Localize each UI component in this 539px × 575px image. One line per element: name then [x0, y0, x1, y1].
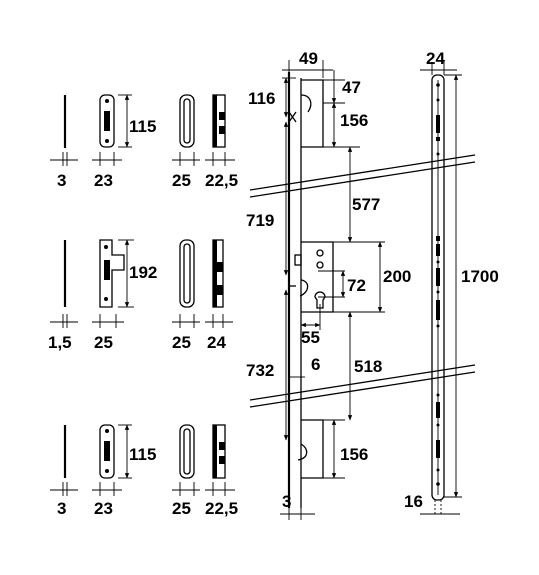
- lock-spindle: 6: [311, 355, 320, 374]
- strike-top-depth: 22,5: [205, 171, 238, 190]
- break-lines: [249, 154, 476, 408]
- rail-length: 1700: [461, 267, 499, 286]
- rail-profile: 24 1700 16: [404, 49, 499, 515]
- strike-mid-depth: 24: [207, 333, 226, 352]
- cylinder-hole-icon: [314, 291, 326, 309]
- lock-handle-to-cylinder: 72: [347, 276, 366, 295]
- strike-top-height: 115: [129, 117, 156, 136]
- strike-bot-depth: 22,5: [205, 499, 238, 518]
- lock-plate-thickness: 3: [282, 492, 291, 511]
- lock-distance-center-upper: 719: [246, 211, 274, 230]
- strike-bot-width-alt: 25: [172, 499, 191, 518]
- strike-plate-row-middle: 1,5 192 25 25 24: [48, 239, 233, 352]
- lock-distance-center-lower: 732: [246, 361, 274, 380]
- strike-plate-profile: [179, 239, 195, 308]
- lock-top-hook-offset: 47: [342, 78, 361, 97]
- strike-mid-thickness: 1,5: [48, 333, 72, 352]
- strike-top-width: 23: [94, 171, 113, 190]
- strike-mid-height: 192: [129, 263, 157, 282]
- strike-plate-front: [99, 239, 125, 308]
- lock-top-length: 156: [340, 111, 368, 130]
- strike-plate-front: [99, 94, 115, 148]
- strike-bot-thickness: 3: [57, 499, 66, 518]
- lock-backset: 55: [301, 328, 320, 347]
- strike-mid-width-alt: 25: [172, 333, 191, 352]
- lock-distance-lower: 518: [354, 357, 382, 376]
- strike-top-thickness: 3: [57, 171, 66, 190]
- strike-bot-width: 23: [94, 499, 113, 518]
- strike-bot-height: 115: [129, 445, 156, 464]
- strike-plate-row-bottom: 3 115 23 25 22,5: [50, 424, 238, 518]
- main-lock-case: [301, 241, 334, 313]
- lock-hook-distance-top: 116: [248, 89, 275, 108]
- top-hook-lock: [301, 79, 324, 148]
- strike-top-width-alt: 25: [172, 171, 191, 190]
- strike-plate-profile: [179, 94, 195, 148]
- rail-bottom-width: 16: [404, 492, 423, 511]
- multipoint-lock-body: 49 47 156 116 577 719 200: [246, 49, 411, 520]
- strike-mid-width: 25: [94, 333, 113, 352]
- bottom-hook-lock: [301, 419, 324, 479]
- strike-plate-row-top: 3 115 23 25 22,5: [50, 94, 238, 190]
- lock-faceplate-width: 49: [299, 49, 318, 68]
- lock-distance-upper: 577: [352, 195, 380, 214]
- lock-bottom-length: 156: [340, 445, 368, 464]
- lock-case-height: 200: [383, 267, 411, 286]
- rail-bar: [431, 74, 445, 501]
- rail-width: 24: [426, 49, 445, 68]
